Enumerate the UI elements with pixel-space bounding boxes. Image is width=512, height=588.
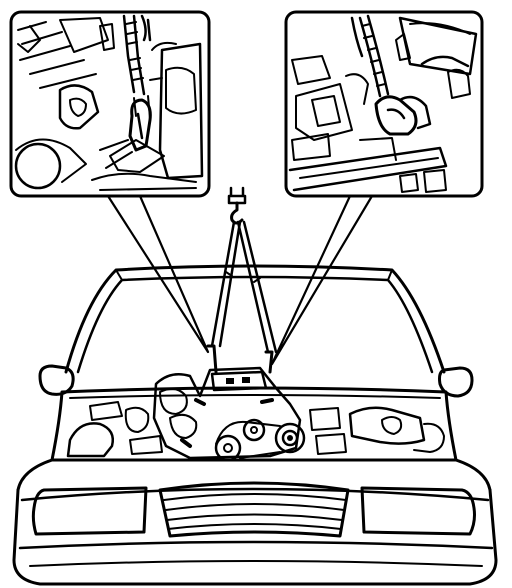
engine-bay [66, 394, 445, 458]
engine-block [152, 344, 306, 462]
left-side-mirror [38, 364, 75, 396]
detail-panel-left [9, 10, 211, 198]
right-side-mirror [438, 366, 474, 398]
left-headlight [31, 486, 148, 536]
right-headlight [360, 486, 476, 536]
hoist-chains [210, 220, 278, 354]
vehicle-body [12, 264, 498, 586]
front-grille [158, 481, 350, 538]
hoist-hook [227, 186, 247, 225]
detail-panel-right [284, 10, 484, 198]
detail-left-illustration [14, 14, 204, 191]
detail-right-illustration [288, 14, 478, 193]
